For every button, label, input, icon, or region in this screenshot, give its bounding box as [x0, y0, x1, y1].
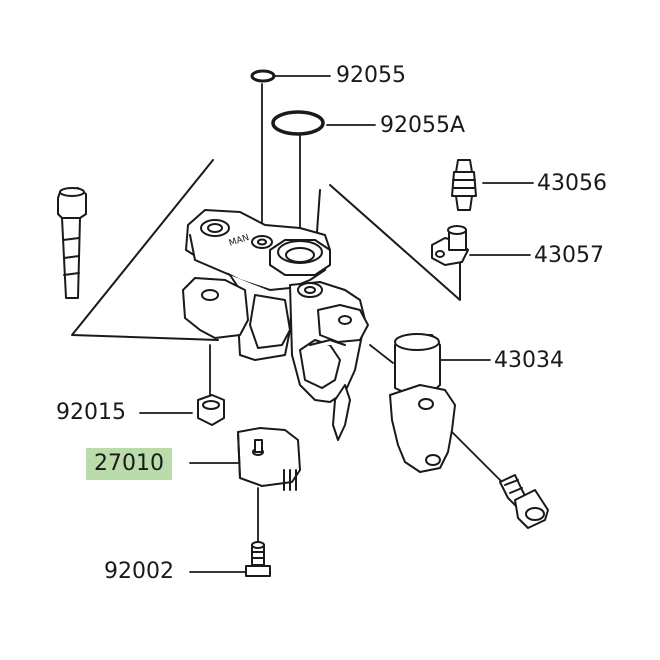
master-cylinder-body-icon: MAN	[182, 209, 369, 441]
part-label-92002: 92002	[104, 559, 174, 584]
leader-lines	[139, 75, 534, 573]
screw-92002-icon	[245, 541, 271, 577]
brake-switch-27010-icon	[237, 427, 301, 491]
part-label-92015: 92015	[56, 400, 126, 425]
part-label-43056: 43056	[537, 171, 607, 196]
clamp-bolt-icon	[499, 474, 549, 529]
bleeder-valve-43057-icon	[431, 225, 469, 266]
part-label-92055A: 92055A	[380, 113, 466, 138]
part-label-92055: 92055	[336, 63, 406, 88]
part-label-27010-highlighted[interactable]: 27010	[86, 448, 172, 480]
part-label-43057: 43057	[534, 243, 604, 268]
o-ring-92055A-icon	[271, 110, 325, 136]
handlebar-clamp-43034-icon	[389, 333, 456, 473]
nut-92015-icon	[197, 394, 225, 426]
washer-92055-icon	[250, 69, 276, 83]
part-label-43034: 43034	[494, 348, 564, 373]
bleeder-cap-43056-icon	[451, 159, 477, 211]
pivot-bolt-icon	[57, 187, 87, 299]
